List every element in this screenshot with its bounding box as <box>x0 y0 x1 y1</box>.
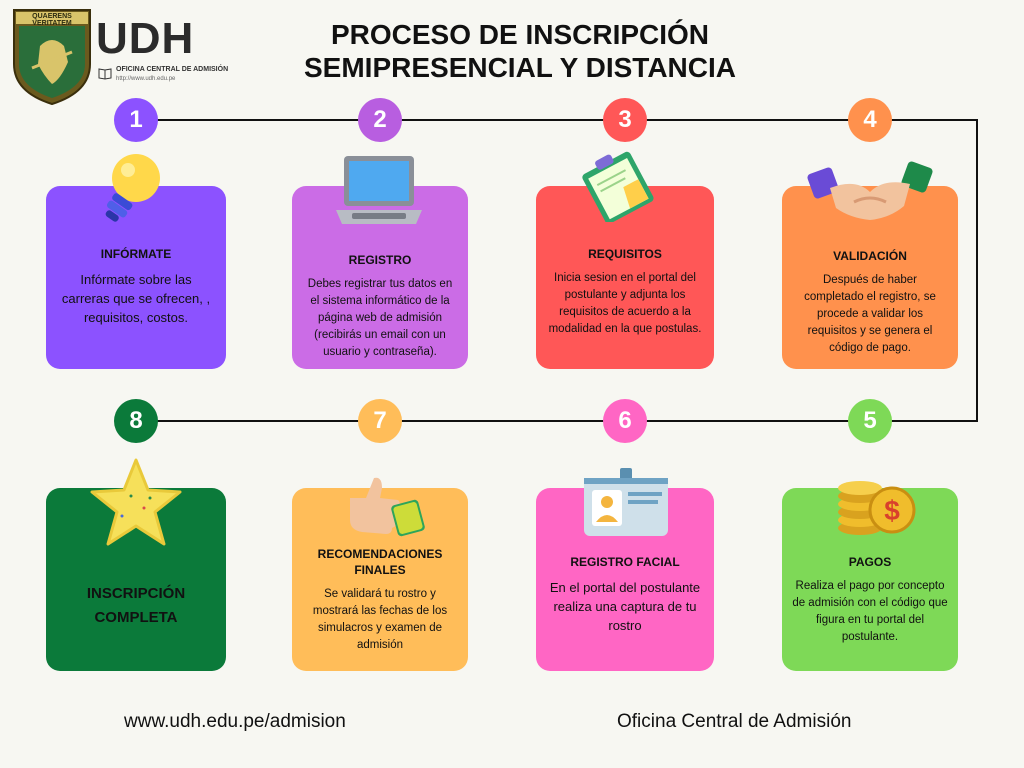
page-title: PROCESO DE INSCRIPCIÓN SEMIPRESENCIAL Y … <box>250 18 790 84</box>
lightbulb-icon <box>96 150 166 230</box>
logo-url: http://www.udh.edu.pe <box>116 76 176 82</box>
step-title-4: VALIDACIÓN <box>833 249 907 263</box>
udh-crest-logo: QUAERENS VERITATEM <box>10 6 94 106</box>
step-number-8: 8 <box>114 399 158 443</box>
connector-line-right <box>976 119 978 422</box>
step-title-3: REQUISITOS <box>588 247 662 261</box>
step-card-1: INFÓRMATE Infórmate sobre las carreras q… <box>46 186 226 369</box>
connector-line-top <box>136 119 978 121</box>
step-description-5: Realiza el pago por concepto de admisión… <box>792 580 948 643</box>
udh-logo-letters: UDH <box>96 14 195 63</box>
step-number-7: 7 <box>358 399 402 443</box>
star-icon <box>86 456 186 550</box>
step-title-2: REGISTRO <box>348 253 412 267</box>
svg-text:$: $ <box>884 495 900 526</box>
step-title-1: INFÓRMATE <box>100 247 172 261</box>
udh-logo: UDH OFICINA CENTRAL DE ADMISIÓN http://w… <box>96 14 236 86</box>
laptop-icon <box>334 154 426 228</box>
step-description-2: Debes registrar tus datos en el sistema … <box>307 278 453 358</box>
footer-office: Oficina Central de Admisión <box>617 711 852 732</box>
step-description-4: Después de haber completado el registro,… <box>804 274 936 354</box>
coins-icon: $ <box>832 470 918 540</box>
step-description-3: Inicia sesion en el portal del postulant… <box>548 272 702 335</box>
step-title-7: RECOMENDACIONES FINALES <box>317 547 443 577</box>
step-title-6: REGISTRO FACIAL <box>570 555 680 569</box>
step-number-3: 3 <box>603 98 647 142</box>
thumbs-up-icon <box>336 472 426 540</box>
step-number-4: 4 <box>848 98 892 142</box>
step-description-6: En el portal del postulante realiza una … <box>549 580 701 633</box>
step-number-1: 1 <box>114 98 158 142</box>
footer-website[interactable]: www.udh.edu.pe/admision <box>124 711 346 732</box>
step-card-3: REQUISITOS Inicia sesion en el portal de… <box>536 186 714 369</box>
logo-subtitle: OFICINA CENTRAL DE ADMISIÓN <box>116 66 229 73</box>
handshake-icon <box>806 158 934 230</box>
step-number-2: 2 <box>358 98 402 142</box>
book-icon <box>98 66 112 80</box>
connector-line-bottom <box>136 420 978 422</box>
crest-motto: QUAERENS VERITATEM <box>32 13 72 27</box>
step-title-5: PAGOS <box>848 555 892 569</box>
step-description-7: Se validará tu rostro y mostrará las fec… <box>312 588 448 651</box>
page-title-line1: PROCESO DE INSCRIPCIÓN <box>330 19 710 50</box>
step-description-1: Infórmate sobre las carreras que se ofre… <box>61 272 211 325</box>
step-number-6: 6 <box>603 399 647 443</box>
id-card-icon <box>582 466 672 540</box>
step-number-5: 5 <box>848 399 892 443</box>
step-title-8: INSCRIPCIÓN COMPLETA <box>86 585 186 626</box>
page-title-line2: SEMIPRESENCIAL Y DISTANCIA <box>303 52 736 83</box>
clipboard-icon <box>572 150 662 224</box>
